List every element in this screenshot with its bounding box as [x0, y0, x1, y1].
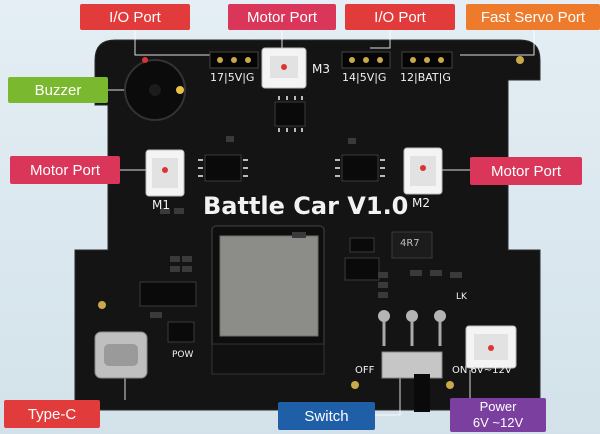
pin-header-17 — [209, 51, 259, 69]
m1-label: M1 — [152, 198, 170, 212]
inductor-label: 4R7 — [400, 238, 420, 249]
header-14-label: 14|5V|G — [342, 71, 387, 84]
callout-io-port-left: I/O Port — [80, 4, 190, 30]
callout-switch: Switch — [278, 402, 375, 430]
m3-label: M3 — [312, 62, 330, 76]
esp32-module — [211, 225, 325, 375]
smd-components — [150, 136, 462, 318]
off-label: OFF — [355, 365, 375, 376]
header-17-label: 17|5V|G — [210, 71, 255, 84]
callout-motor-port-left: Motor Port — [10, 156, 120, 184]
callout-type-c: Type-C — [4, 400, 100, 428]
pin-header-12 — [401, 51, 453, 69]
callout-power: Power 6V ~12V — [450, 398, 546, 432]
callout-io-port-right: I/O Port — [345, 4, 455, 30]
header-12-label: 12|BAT|G — [400, 71, 451, 84]
callout-buzzer: Buzzer — [8, 77, 108, 103]
lk-label: LK — [456, 292, 467, 302]
leader-lines — [108, 28, 535, 416]
chip-pins — [198, 96, 385, 177]
misc-chips — [139, 231, 433, 343]
three-pin-contacts — [378, 310, 446, 346]
m2-label: M2 — [412, 196, 430, 210]
pow-label: POW — [172, 350, 194, 360]
power-voltage: 6V ~12V — [472, 415, 524, 430]
callout-fast-servo-port: Fast Servo Port — [466, 4, 600, 30]
power-connector — [465, 325, 517, 369]
test-pads — [98, 56, 524, 389]
pin-header-14 — [341, 51, 391, 69]
board-title: Battle Car V1.0 — [203, 192, 409, 220]
callout-motor-port-top: Motor Port — [228, 4, 336, 30]
on-voltage-label: ON 6V~12V — [452, 365, 512, 376]
slide-switch — [381, 351, 443, 412]
callout-motor-port-right: Motor Port — [470, 157, 582, 185]
power-title: Power — [479, 399, 517, 414]
usb-type-c-port — [94, 331, 148, 379]
motor-connector-m1 — [145, 149, 185, 197]
driver-chips — [204, 101, 379, 182]
motor-connector-m3 — [261, 47, 307, 89]
motor-connector-m2 — [403, 147, 443, 195]
